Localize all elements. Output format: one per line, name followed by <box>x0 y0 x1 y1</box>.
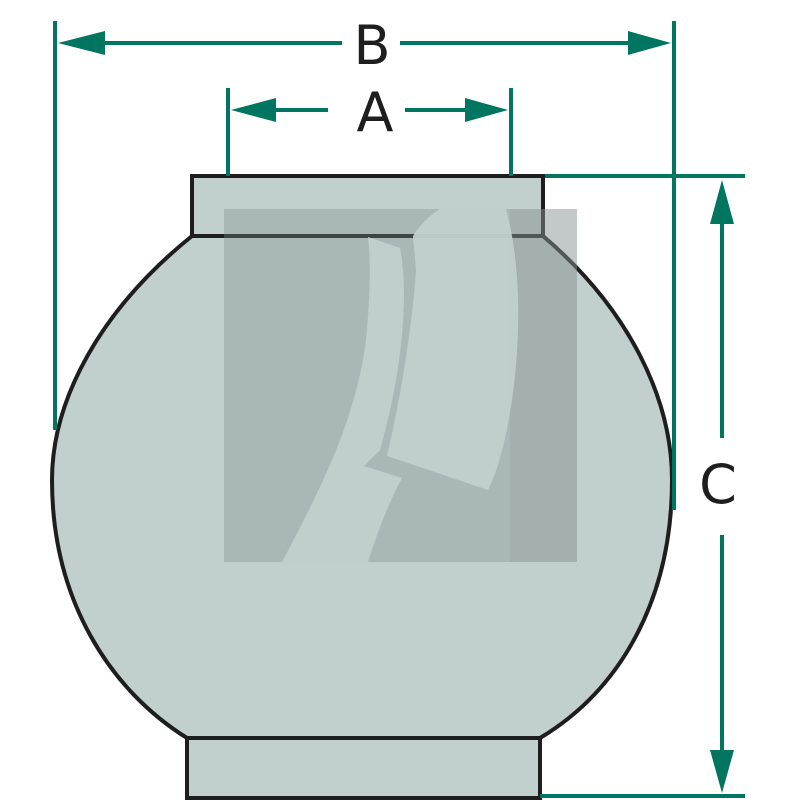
watermark-curve-right <box>387 209 519 490</box>
dimension-label-c: C <box>699 453 737 516</box>
a-arrow-right-icon <box>465 98 508 122</box>
c-arrow-up-icon <box>710 180 734 224</box>
c-arrow-down-icon <box>710 750 734 793</box>
bottom-collar <box>185 736 542 800</box>
b-arrow-left-icon <box>58 31 105 55</box>
watermark-light-edge <box>510 209 577 562</box>
watermark-logo <box>224 209 577 562</box>
dimension-label-b: B <box>353 14 390 77</box>
dimension-b <box>53 21 676 510</box>
dimension-c <box>540 174 745 798</box>
dimension-label-a: A <box>357 81 394 144</box>
watermark-curve-left <box>282 237 404 562</box>
dimension-a <box>226 88 513 176</box>
b-arrow-right-icon <box>628 31 671 55</box>
a-arrow-left-icon <box>231 98 276 122</box>
